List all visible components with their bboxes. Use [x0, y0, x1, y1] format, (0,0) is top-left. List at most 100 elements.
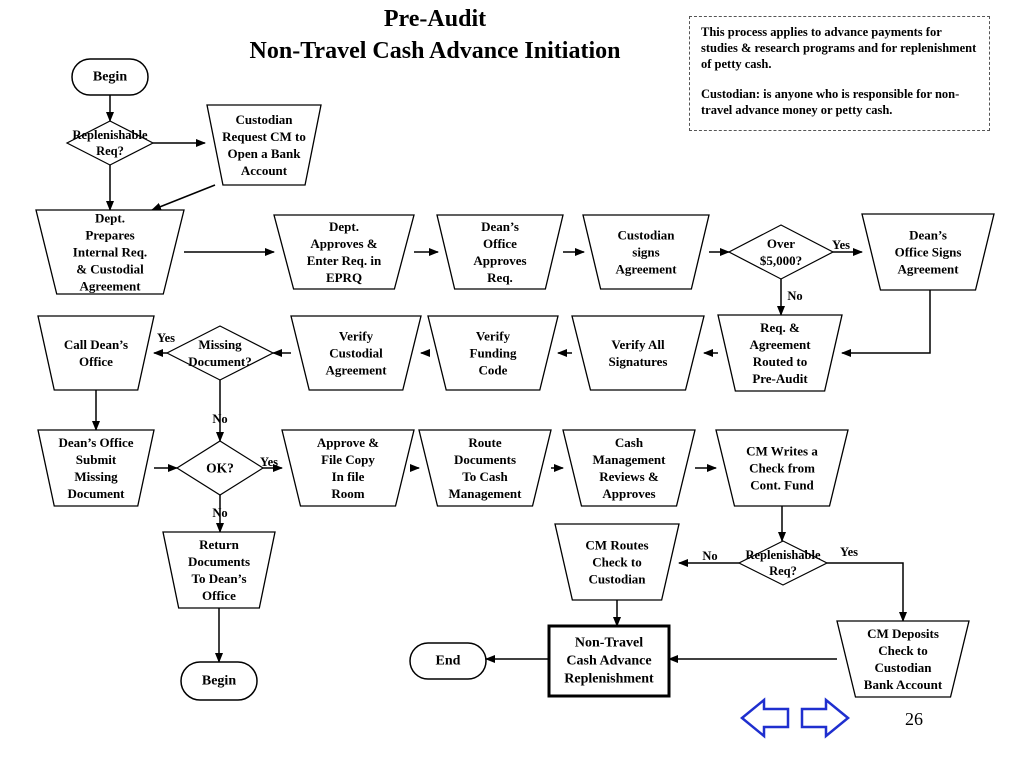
node-text: Signatures — [609, 354, 668, 369]
node-text: Agreement — [615, 261, 677, 276]
node-text: Approve & — [317, 435, 379, 450]
edge-label-ok-no: No — [212, 506, 227, 520]
connector-arrow — [841, 290, 931, 357]
decision-shape — [65, 120, 155, 166]
node-text: Begin — [93, 70, 127, 85]
node-text: Approves — [602, 486, 655, 501]
page-number: 26 — [905, 709, 923, 729]
node-text: Req? — [769, 564, 797, 578]
title-line-1: Pre-Audit — [383, 6, 487, 32]
node-text: Document? — [188, 354, 252, 369]
node-text: Replenishment — [564, 672, 654, 687]
node-text: Cont. Fund — [750, 477, 814, 492]
node-text: Management — [449, 486, 523, 501]
node-text: Replenishable — [72, 128, 147, 142]
edge-label-over-5000-yes: Yes — [832, 238, 850, 252]
edge-label-over-5000-no: No — [787, 289, 802, 303]
node-text: Routed to — [753, 354, 808, 369]
node-text: Custodian — [235, 112, 293, 127]
node-text: Req. & — [760, 320, 800, 335]
node-text: Room — [331, 486, 364, 501]
process-shape — [715, 429, 849, 507]
node-text: Request CM to — [222, 129, 306, 144]
node-text: Office — [202, 588, 236, 603]
connector-arrow — [827, 562, 907, 622]
node-text: Custodian — [874, 660, 932, 675]
node-text: To Cash — [462, 469, 508, 484]
left-arrow-icon[interactable] — [740, 697, 790, 739]
process-shape — [554, 523, 680, 601]
process-shape — [418, 429, 552, 507]
node-text: EPRQ — [326, 270, 362, 285]
terminator-shape — [409, 642, 487, 680]
node-text: Open a Bank — [228, 146, 302, 161]
node-over-5000: Over$5,000? — [727, 224, 835, 280]
node-text: Dean’s — [909, 228, 947, 243]
node-text: Over — [767, 236, 795, 251]
node-text: File Copy — [321, 452, 375, 467]
node-text: & Custodial — [76, 261, 144, 276]
process-shape — [37, 315, 155, 391]
node-text: Req? — [96, 144, 124, 158]
right-arrow-icon[interactable] — [800, 697, 850, 739]
node-text: Dean’s — [481, 219, 519, 234]
node-text: Verify All — [611, 337, 665, 352]
node-text: Non-Travel — [575, 635, 643, 650]
node-text: Cash Advance — [566, 654, 651, 669]
node-text: Verify — [339, 329, 374, 344]
decision-shape — [737, 540, 829, 586]
node-text: Office — [79, 354, 113, 369]
node-text: Req. — [487, 270, 513, 285]
node-text: Submit — [76, 452, 117, 467]
node-text: CM Routes — [585, 538, 648, 553]
node-text: Dept. — [329, 219, 359, 234]
process-shape — [35, 209, 185, 295]
node-text: Internal Req. — [73, 245, 147, 260]
node-end: End — [409, 642, 487, 680]
node-text: CM Deposits — [867, 626, 939, 641]
node-text: Funding — [470, 346, 517, 361]
process-shape — [206, 104, 322, 186]
node-text: Approves — [473, 253, 526, 268]
process-shape — [427, 315, 559, 391]
result-shape — [547, 624, 671, 698]
node-text: Reviews & — [599, 469, 659, 484]
node-text: Verify — [476, 329, 511, 344]
next-slide-button[interactable] — [800, 697, 850, 739]
terminator-shape — [71, 58, 149, 96]
prev-slide-button[interactable] — [740, 697, 790, 739]
node-text: signs — [632, 245, 659, 260]
node-text: Begin — [202, 674, 236, 689]
node-text: In file — [332, 469, 365, 484]
process-shape — [717, 314, 843, 392]
node-text: Code — [479, 362, 508, 377]
connectors — [92, 95, 931, 663]
node-text: Document — [67, 486, 125, 501]
node-text: Missing — [74, 469, 118, 484]
decision-shape — [727, 224, 835, 280]
node-text: OK? — [206, 461, 234, 476]
process-shape — [582, 214, 710, 290]
process-shape — [162, 531, 276, 609]
decision-shape — [165, 325, 275, 381]
connector-arrow — [151, 184, 216, 211]
decision-shape — [175, 440, 265, 496]
note-paragraph-scope: This process applies to advance payments… — [701, 25, 977, 71]
node-text: Account — [241, 163, 288, 178]
